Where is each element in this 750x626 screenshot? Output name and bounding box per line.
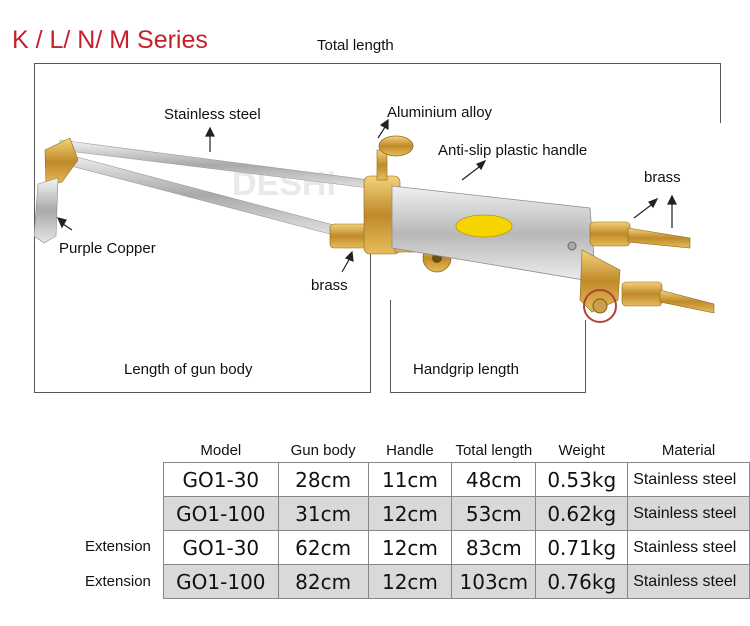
total-length-label: Total length bbox=[317, 37, 394, 54]
cell-model: GO1-100 bbox=[163, 496, 279, 531]
cell-total-length: 103cm bbox=[451, 564, 537, 599]
handgrip-length-label: Handgrip length bbox=[413, 361, 519, 378]
handgrip-left-edge bbox=[390, 300, 391, 393]
header-weight: Weight bbox=[558, 441, 605, 459]
cell-total-length: 48cm bbox=[451, 462, 537, 497]
cutting-torch-illustration: DESHI bbox=[33, 118, 715, 323]
handgrip-length-line bbox=[390, 392, 586, 393]
gun-body-length-label: Length of gun body bbox=[124, 361, 253, 378]
cell-weight: 0.62kg bbox=[535, 496, 629, 531]
cell-gun-body: 28cm bbox=[277, 462, 369, 497]
extension-label-row3: Extension bbox=[85, 538, 151, 555]
purple-copper-label: Purple Copper bbox=[59, 240, 156, 257]
extension-label-row4: Extension bbox=[85, 573, 151, 590]
table-row: GO1-100 82cm 12cm 103cm 0.76kg Stainless… bbox=[163, 564, 750, 599]
specs-table: Model Gun body Handle Total length Weigh… bbox=[163, 438, 750, 599]
aluminium-alloy-label: Aluminium alloy bbox=[387, 104, 493, 121]
header-handle: Handle bbox=[386, 441, 434, 459]
table-row: GO1-30 62cm 12cm 83cm 0.71kg Stainless s… bbox=[163, 530, 750, 565]
copper-nozzle bbox=[33, 177, 59, 244]
cell-model: GO1-30 bbox=[163, 462, 279, 497]
gun-body-right-edge bbox=[370, 210, 371, 393]
header-material: Material bbox=[661, 441, 716, 459]
handgrip-right-edge bbox=[585, 320, 586, 393]
lock-nut-highlight bbox=[583, 289, 617, 323]
cell-weight: 0.71kg bbox=[535, 530, 629, 565]
brass-right-label: brass bbox=[644, 169, 681, 186]
cell-handle: 12cm bbox=[367, 564, 453, 599]
cell-weight: 0.76kg bbox=[535, 564, 629, 599]
cell-handle: 12cm bbox=[367, 496, 453, 531]
cell-gun-body: 82cm bbox=[277, 564, 369, 599]
anti-slip-handle-label: Anti-slip plastic handle bbox=[438, 142, 588, 159]
cell-material: Stainless steel bbox=[627, 496, 750, 531]
header-total-length: Total length bbox=[455, 441, 533, 459]
stainless-steel-label: Stainless steel bbox=[164, 106, 261, 123]
table-header-row: Model Gun body Handle Total length Weigh… bbox=[164, 438, 750, 463]
handle-yellow-grip bbox=[455, 214, 513, 238]
total-length-top-line bbox=[34, 63, 720, 64]
cell-weight: 0.53kg bbox=[535, 462, 629, 497]
torch-head bbox=[44, 137, 79, 187]
lower-hose-barb bbox=[659, 289, 715, 314]
upper-hose-barb bbox=[627, 227, 691, 249]
series-title: K / L/ N/ M Series bbox=[12, 26, 208, 54]
header-gun-body: Gun body bbox=[290, 441, 356, 459]
header-model: Model bbox=[200, 441, 242, 459]
cell-gun-body: 31cm bbox=[277, 496, 369, 531]
table-row: GO1-100 31cm 12cm 53cm 0.62kg Stainless … bbox=[163, 496, 750, 531]
cell-total-length: 83cm bbox=[451, 530, 537, 565]
cell-material: Stainless steel bbox=[627, 564, 750, 599]
aluminium-knob bbox=[378, 135, 414, 157]
table-row: GO1-30 28cm 11cm 48cm 0.53kg Stainless s… bbox=[163, 462, 750, 497]
cell-model: GO1-30 bbox=[163, 530, 279, 565]
cell-handle: 12cm bbox=[367, 530, 453, 565]
gun-body-length-line bbox=[34, 392, 371, 393]
cell-material: Stainless steel bbox=[627, 530, 750, 565]
rear-fitting-upper bbox=[589, 221, 631, 247]
cell-total-length: 53cm bbox=[451, 496, 537, 531]
brass-bottom-label: brass bbox=[311, 277, 348, 294]
rear-fitting-lower bbox=[621, 281, 663, 307]
cell-material: Stainless steel bbox=[627, 462, 750, 497]
cell-gun-body: 62cm bbox=[277, 530, 369, 565]
brass-bottom-arrow bbox=[341, 257, 351, 273]
cell-handle: 11cm bbox=[367, 462, 453, 497]
upper-steel-tube bbox=[59, 139, 386, 191]
cell-model: GO1-100 bbox=[163, 564, 279, 599]
total-length-right-edge bbox=[720, 63, 721, 123]
